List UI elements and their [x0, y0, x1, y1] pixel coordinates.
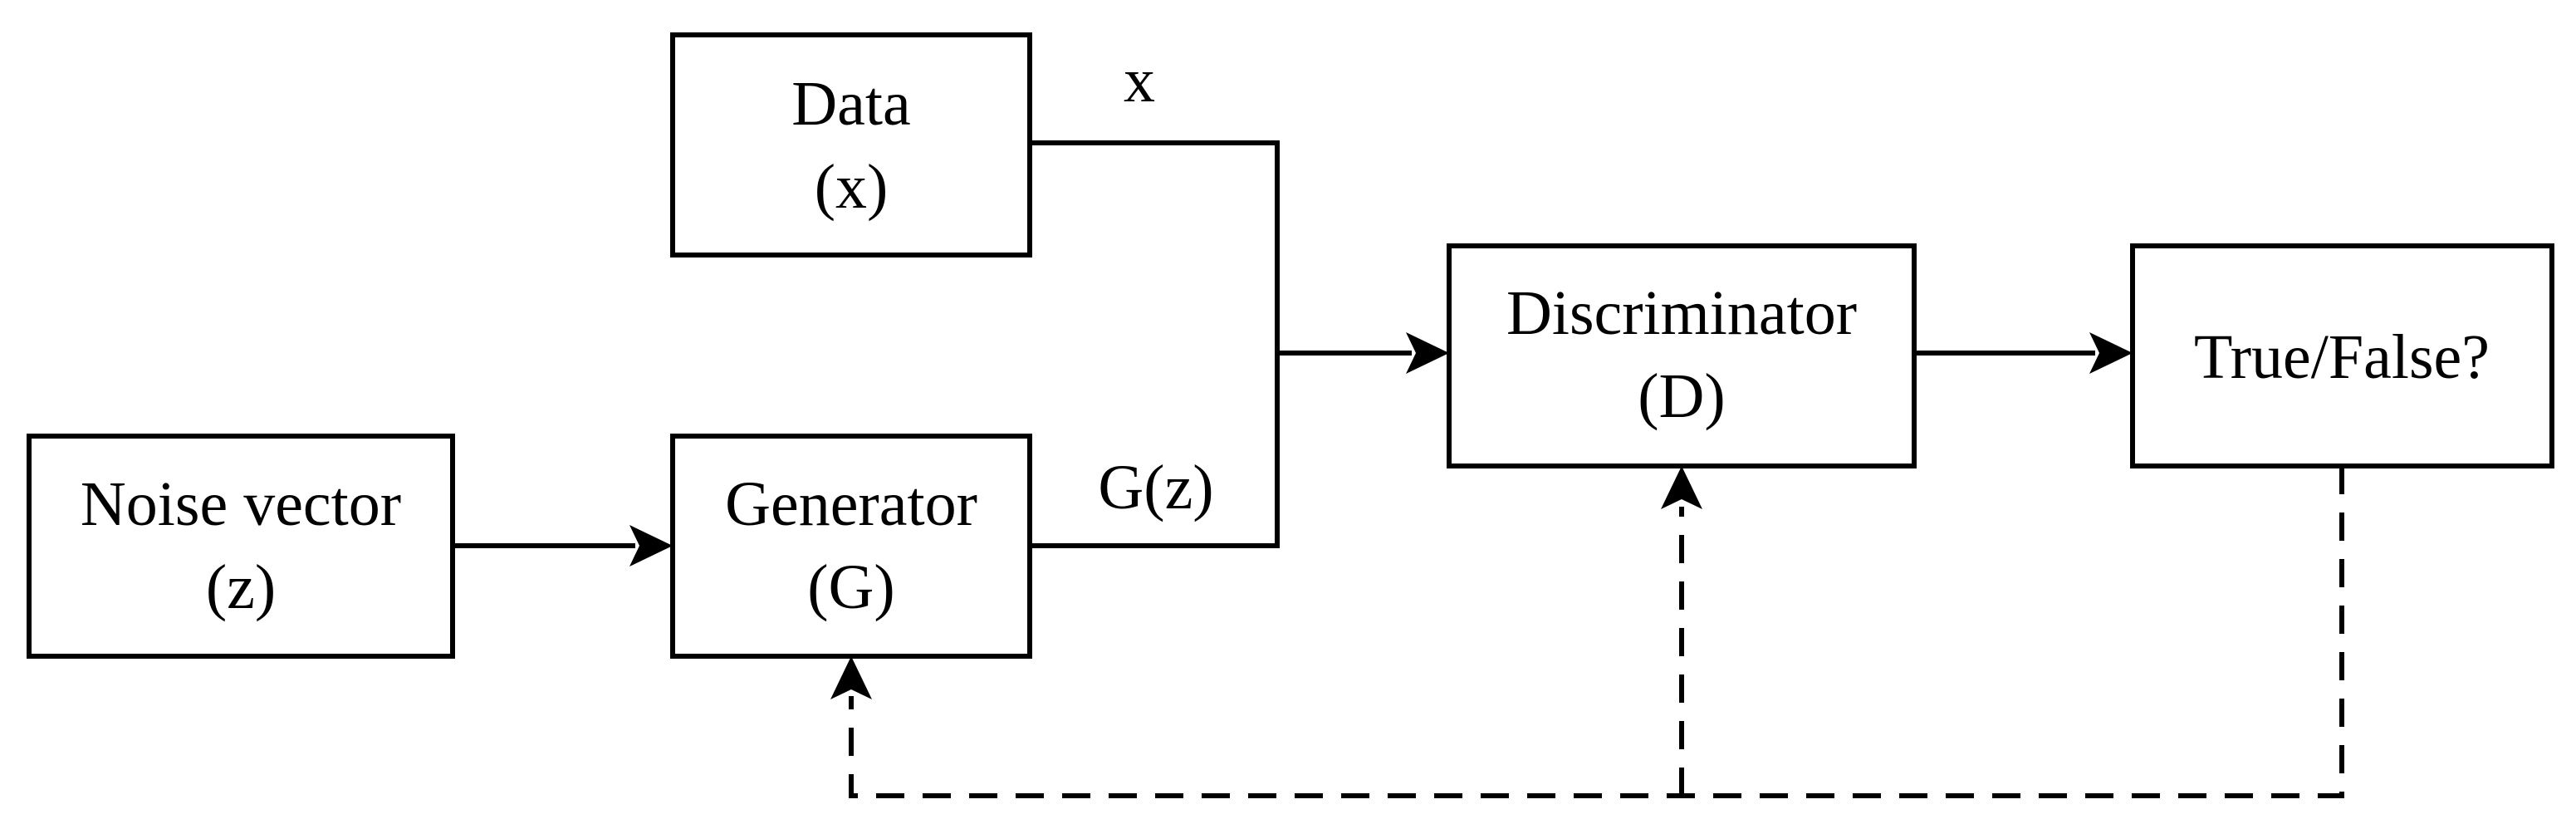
generator-node: Generator (G) — [670, 434, 1032, 659]
edge-data-to-junction: x — [1030, 46, 1280, 353]
generator-symbol: (G) — [807, 552, 895, 622]
arrowhead-right-icon — [1406, 332, 1449, 374]
discriminator-symbol: (D) — [1638, 361, 1726, 431]
discriminator-node: Discriminator (D) — [1447, 243, 1917, 468]
edge-junction-to-discriminator — [1277, 332, 1449, 374]
data-node-symbol: (x) — [815, 152, 889, 222]
data-node: Data (x) — [670, 32, 1032, 258]
noise-vector-symbol: (z) — [206, 552, 276, 622]
noise-vector-node: Noise vector (z) — [27, 434, 455, 659]
arrowhead-up-icon — [830, 656, 872, 699]
arrowhead-right-icon — [629, 525, 673, 566]
feedback-loop — [830, 466, 2344, 798]
edge-label-gz: G(z) — [1098, 453, 1213, 522]
edge-generator-to-junction: G(z) — [1030, 353, 1280, 548]
noise-vector-title: Noise vector — [81, 469, 401, 539]
edge-noise-to-generator — [453, 525, 673, 566]
output-node: True/False? — [2130, 243, 2554, 468]
edge-label-x: x — [1124, 46, 1155, 115]
edge-discriminator-to-output — [1914, 332, 2133, 374]
arrowhead-up-icon — [1661, 466, 1702, 509]
arrowhead-right-icon — [2089, 332, 2133, 374]
data-node-title: Data — [791, 69, 910, 139]
generator-title: Generator — [725, 469, 977, 539]
output-node-title: True/False? — [2194, 322, 2490, 392]
discriminator-title: Discriminator — [1506, 278, 1857, 348]
